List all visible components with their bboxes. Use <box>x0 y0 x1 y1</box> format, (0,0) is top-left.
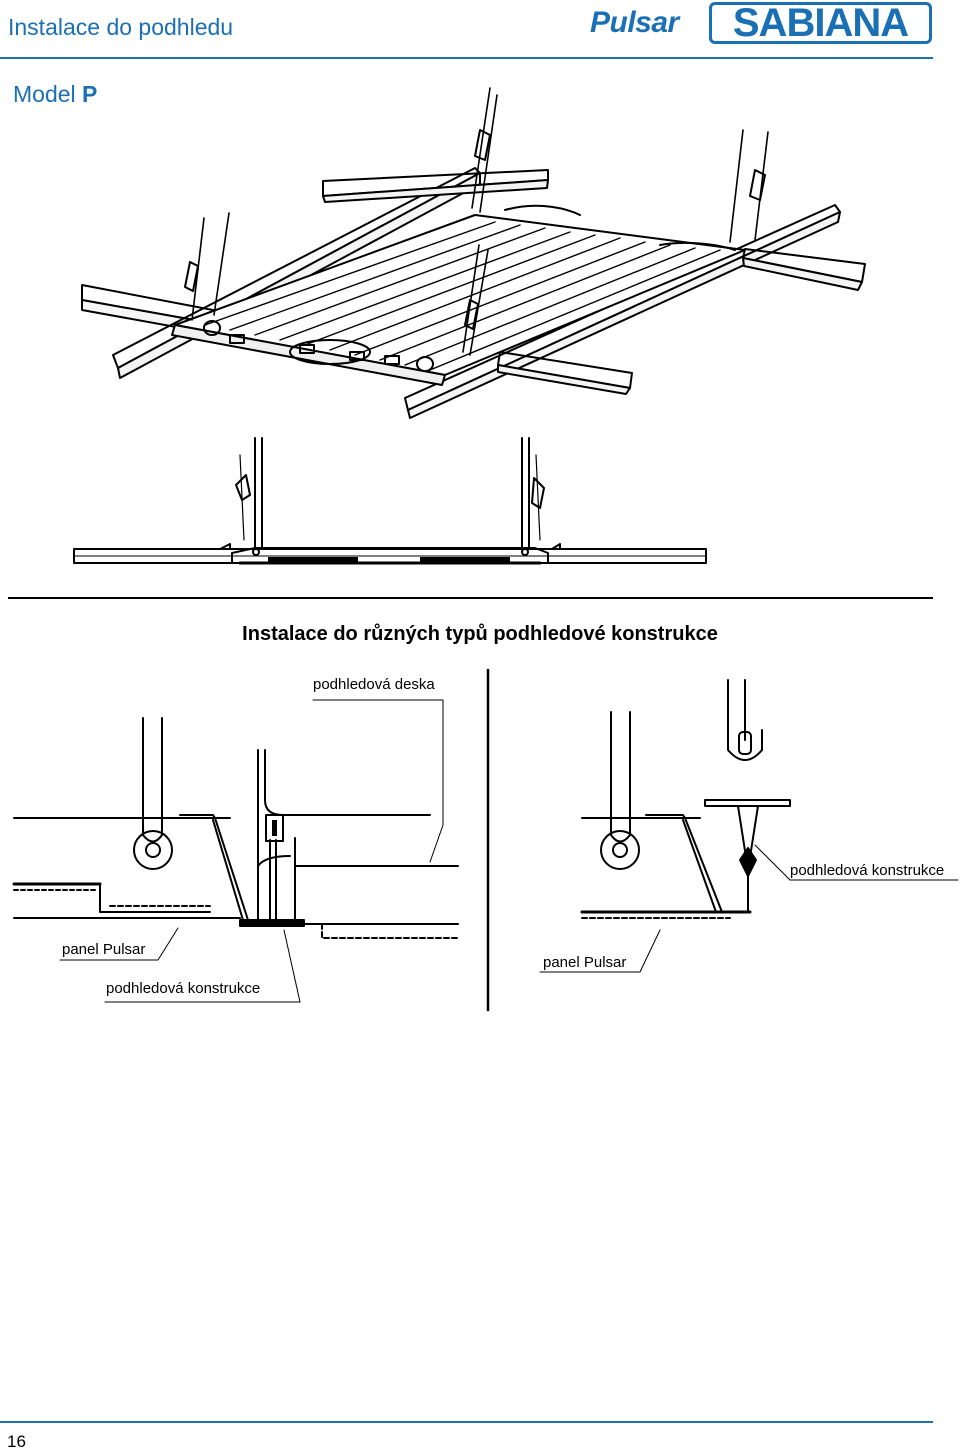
model-letter: P <box>82 81 98 107</box>
isometric-installation-drawing <box>81 87 866 419</box>
model-label: Model P <box>13 81 97 108</box>
label-panel-right: panel Pulsar <box>543 954 627 971</box>
section-rule <box>8 597 933 599</box>
label-panel-left: panel Pulsar <box>62 941 146 958</box>
label-ceiling-board: podhledová deska <box>313 676 435 693</box>
section-title: Instalace do různých typů podhledové kon… <box>242 623 718 645</box>
footer-rule <box>0 1421 933 1423</box>
label-grid-right: podhledová konstrukce <box>790 862 945 879</box>
detail-lay-in-grid <box>12 699 461 1003</box>
model-prefix: Model <box>13 81 76 107</box>
label-grid-left: podhledová konstrukce <box>106 980 261 997</box>
brand-sabiana-frame <box>709 2 932 44</box>
side-elevation-drawing <box>73 437 707 565</box>
detail-concealed-grid <box>539 679 959 973</box>
brand-sabiana-logo: SABIANA <box>732 1 909 45</box>
brand-pulsar-logo: Pulsar <box>590 6 679 39</box>
page-header-title: Instalace do podhledu <box>8 14 234 40</box>
header-rule <box>0 57 933 59</box>
page-number: 16 <box>7 1432 26 1451</box>
